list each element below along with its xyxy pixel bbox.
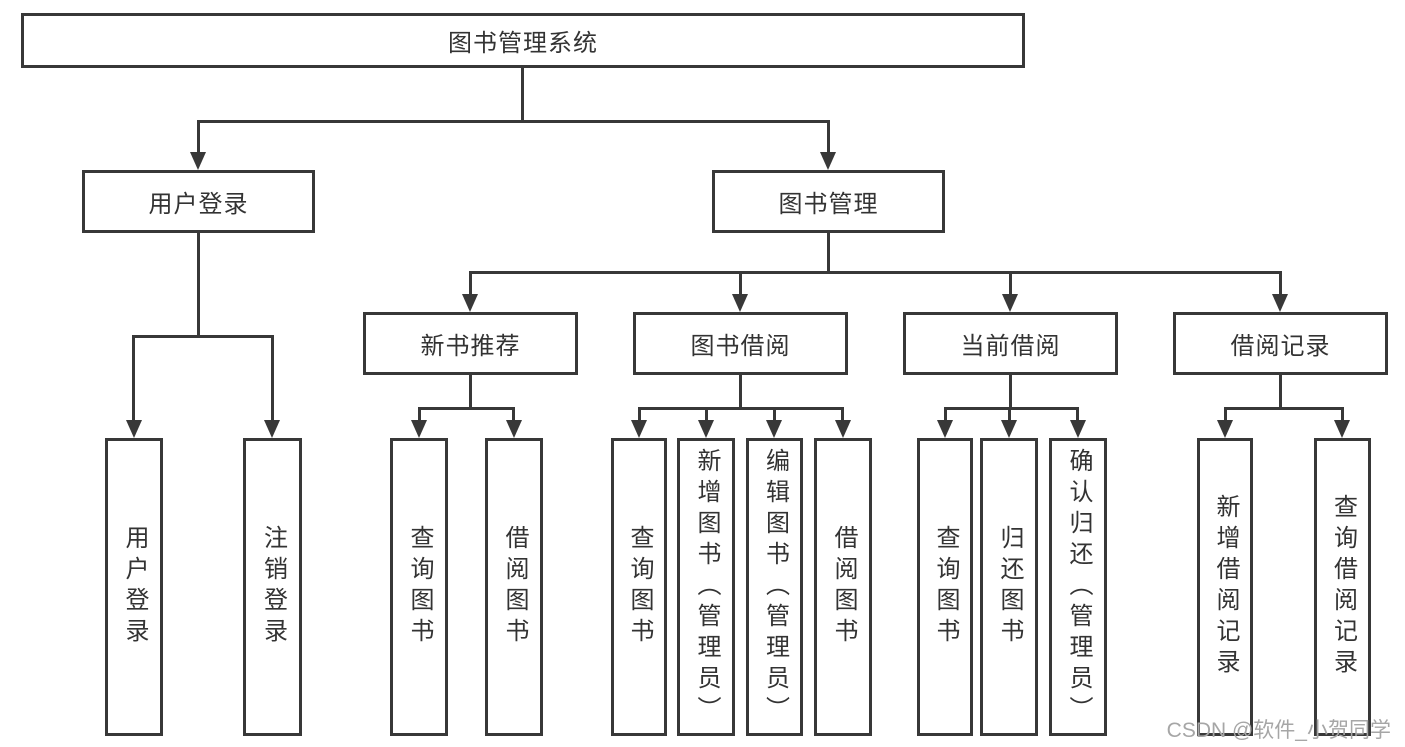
leaf-borrow-edit-book-admin: 编辑图书（管理员） (746, 438, 803, 736)
connector-to-book-borrow (739, 271, 742, 296)
leaf-recommend-borrow-book: 借阅图书 (485, 438, 543, 736)
connector-to-book-management (827, 120, 830, 154)
arrow-down-icon (506, 420, 522, 438)
connector-current-branch (944, 407, 1079, 410)
connector-leaf-stem (944, 407, 947, 422)
arrow-down-icon (698, 420, 714, 438)
arrow-down-icon (1334, 420, 1350, 438)
connector-root-branch (197, 120, 830, 123)
leaf-records-add-record: 新增借阅记录 (1197, 438, 1253, 736)
connector-records-stem (1279, 375, 1282, 407)
connector-to-leaf-logout (271, 335, 274, 422)
node-root: 图书管理系统 (21, 13, 1025, 68)
connector-leaf-stem (418, 407, 421, 422)
arrow-down-icon (190, 152, 206, 170)
arrow-down-icon (1217, 420, 1233, 438)
leaf-borrow-add-book-admin-label: 新增图书（管理员） (693, 447, 720, 727)
arrow-down-icon (732, 294, 748, 312)
node-user-login-label: 用户登录 (148, 191, 249, 218)
leaf-records-add-record-label: 新增借阅记录 (1212, 494, 1239, 680)
leaf-current-return-book: 归还图书 (980, 438, 1038, 736)
connector-records-branch (1224, 407, 1343, 410)
arrow-down-icon (631, 420, 647, 438)
arrow-down-icon (766, 420, 782, 438)
leaf-records-query-record-label: 查询借阅记录 (1329, 494, 1357, 680)
leaf-logout: 注销登录 (243, 438, 302, 736)
node-book-management-label: 图书管理 (778, 191, 879, 218)
node-book-borrow-label: 图书借阅 (690, 333, 791, 360)
node-root-label: 图书管理系统 (448, 30, 598, 57)
connector-management-branch (469, 271, 1281, 274)
node-borrow-records: 借阅记录 (1173, 312, 1388, 375)
connector-recommend-branch (418, 407, 515, 410)
leaf-records-query-record: 查询借阅记录 (1314, 438, 1371, 736)
node-book-borrow: 图书借阅 (633, 312, 848, 375)
node-borrow-records-label: 借阅记录 (1230, 333, 1331, 360)
connector-leaf-stem (1076, 407, 1079, 422)
connector-leaf-stem (512, 407, 515, 422)
leaf-current-confirm-return-admin: 确认归还（管理员） (1049, 438, 1107, 736)
leaf-logout-label: 注销登录 (259, 525, 287, 649)
arrow-down-icon (264, 420, 280, 438)
connector-to-new-book-recommend (469, 271, 472, 296)
connector-leaf-stem (1224, 407, 1227, 422)
leaf-borrow-add-book-admin: 新增图书（管理员） (677, 438, 735, 736)
leaf-current-query-book: 查询图书 (917, 438, 973, 736)
arrow-down-icon (126, 420, 142, 438)
leaf-borrow-edit-book-admin-label: 编辑图书（管理员） (761, 447, 789, 727)
node-current-borrow-label: 当前借阅 (960, 333, 1061, 360)
connector-management-stem (827, 233, 830, 271)
connector-root-stem (521, 68, 524, 120)
leaf-current-confirm-return-admin-label: 确认归还（管理员） (1065, 447, 1092, 727)
connector-borrow-stem (739, 375, 742, 407)
leaf-borrow-query-book: 查询图书 (611, 438, 667, 736)
connector-leaf-stem (841, 407, 844, 422)
watermark: CSDN @软件_小贺同学 (1166, 719, 1391, 742)
connector-leaf-stem (1008, 407, 1011, 422)
node-new-book-recommend-label: 新书推荐 (420, 333, 521, 360)
arrow-down-icon (820, 152, 836, 170)
connector-current-stem (1009, 375, 1012, 407)
connector-leaf-stem (705, 407, 708, 422)
arrow-down-icon (1272, 294, 1288, 312)
arrow-down-icon (1002, 294, 1018, 312)
connector-login-branch (132, 335, 274, 338)
arrow-down-icon (835, 420, 851, 438)
leaf-user-login-label: 用户登录 (121, 525, 148, 649)
leaf-recommend-query-book-label: 查询图书 (406, 525, 433, 649)
node-current-borrow: 当前借阅 (903, 312, 1118, 375)
leaf-current-return-book-label: 归还图书 (996, 525, 1023, 649)
arrow-down-icon (411, 420, 427, 438)
leaf-recommend-query-book: 查询图书 (390, 438, 448, 736)
leaf-current-query-book-label: 查询图书 (932, 525, 959, 649)
connector-leaf-stem (638, 407, 641, 422)
connector-login-stem (197, 233, 200, 335)
connector-to-leaf-user-login (132, 335, 135, 422)
connector-recommend-stem (469, 375, 472, 407)
node-new-book-recommend: 新书推荐 (363, 312, 578, 375)
arrow-down-icon (1070, 420, 1086, 438)
node-user-login: 用户登录 (82, 170, 315, 233)
leaf-borrow-query-book-label: 查询图书 (626, 525, 653, 649)
connector-to-borrow-records (1279, 271, 1282, 296)
leaf-user-login: 用户登录 (105, 438, 163, 736)
leaf-borrow-borrow-book-label: 借阅图书 (830, 525, 857, 649)
arrow-down-icon (1001, 420, 1017, 438)
leaf-borrow-borrow-book: 借阅图书 (814, 438, 872, 736)
node-book-management: 图书管理 (712, 170, 945, 233)
connector-to-user-login (197, 120, 200, 154)
arrow-down-icon (937, 420, 953, 438)
leaf-recommend-borrow-book-label: 借阅图书 (501, 525, 528, 649)
connector-to-current-borrow (1009, 271, 1012, 296)
connector-borrow-branch (638, 407, 844, 410)
connector-leaf-stem (1341, 407, 1344, 422)
arrow-down-icon (462, 294, 478, 312)
connector-leaf-stem (773, 407, 776, 422)
